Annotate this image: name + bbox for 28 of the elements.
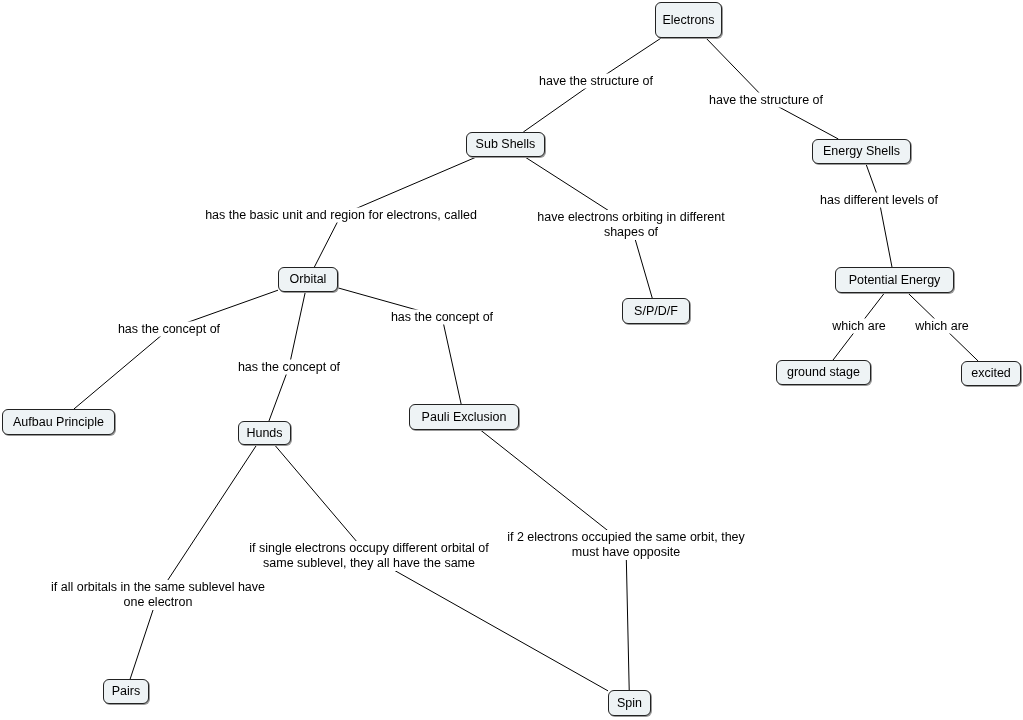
edge-label: has the concept of <box>389 309 495 325</box>
concept-box: Energy Shells <box>812 139 911 164</box>
edge-label: have the structure of <box>538 73 654 89</box>
edge-label: has the concept of <box>116 321 222 337</box>
concept-box: Potential Energy <box>835 267 954 293</box>
concept-box: S/P/D/F <box>622 298 690 324</box>
edge-label: if all orbitals in the same sublevel have one electron <box>48 580 268 610</box>
concept-box: excited <box>961 361 1021 386</box>
concept-box: Pauli Exclusion <box>409 404 519 430</box>
connector-line <box>129 444 258 680</box>
concept-box: ground stage <box>776 360 871 385</box>
edge-label: if 2 electrons occupied the same orbit, they must have opposite <box>506 530 746 560</box>
edge-label: have the structure of <box>708 92 824 108</box>
concept-box: Hunds <box>238 421 291 445</box>
concept-box: Sub Shells <box>466 132 545 157</box>
concept-box: Electrons <box>655 2 722 38</box>
connector-line <box>274 444 609 692</box>
edge-label: has different levels of <box>819 192 939 208</box>
edge-label: has the concept of <box>236 359 342 375</box>
concept-box: Spin <box>608 690 651 716</box>
edge-label: which are <box>831 318 887 334</box>
concept-box: Pairs <box>103 679 149 704</box>
concept-box: Orbital <box>278 267 338 292</box>
concept-box: Aufbau Principle <box>2 409 115 435</box>
edge-label: has the basic unit and region for electrons, called <box>204 207 478 223</box>
edge-label: which are <box>914 318 970 334</box>
connector-line <box>479 429 630 691</box>
connector-line <box>268 291 306 422</box>
